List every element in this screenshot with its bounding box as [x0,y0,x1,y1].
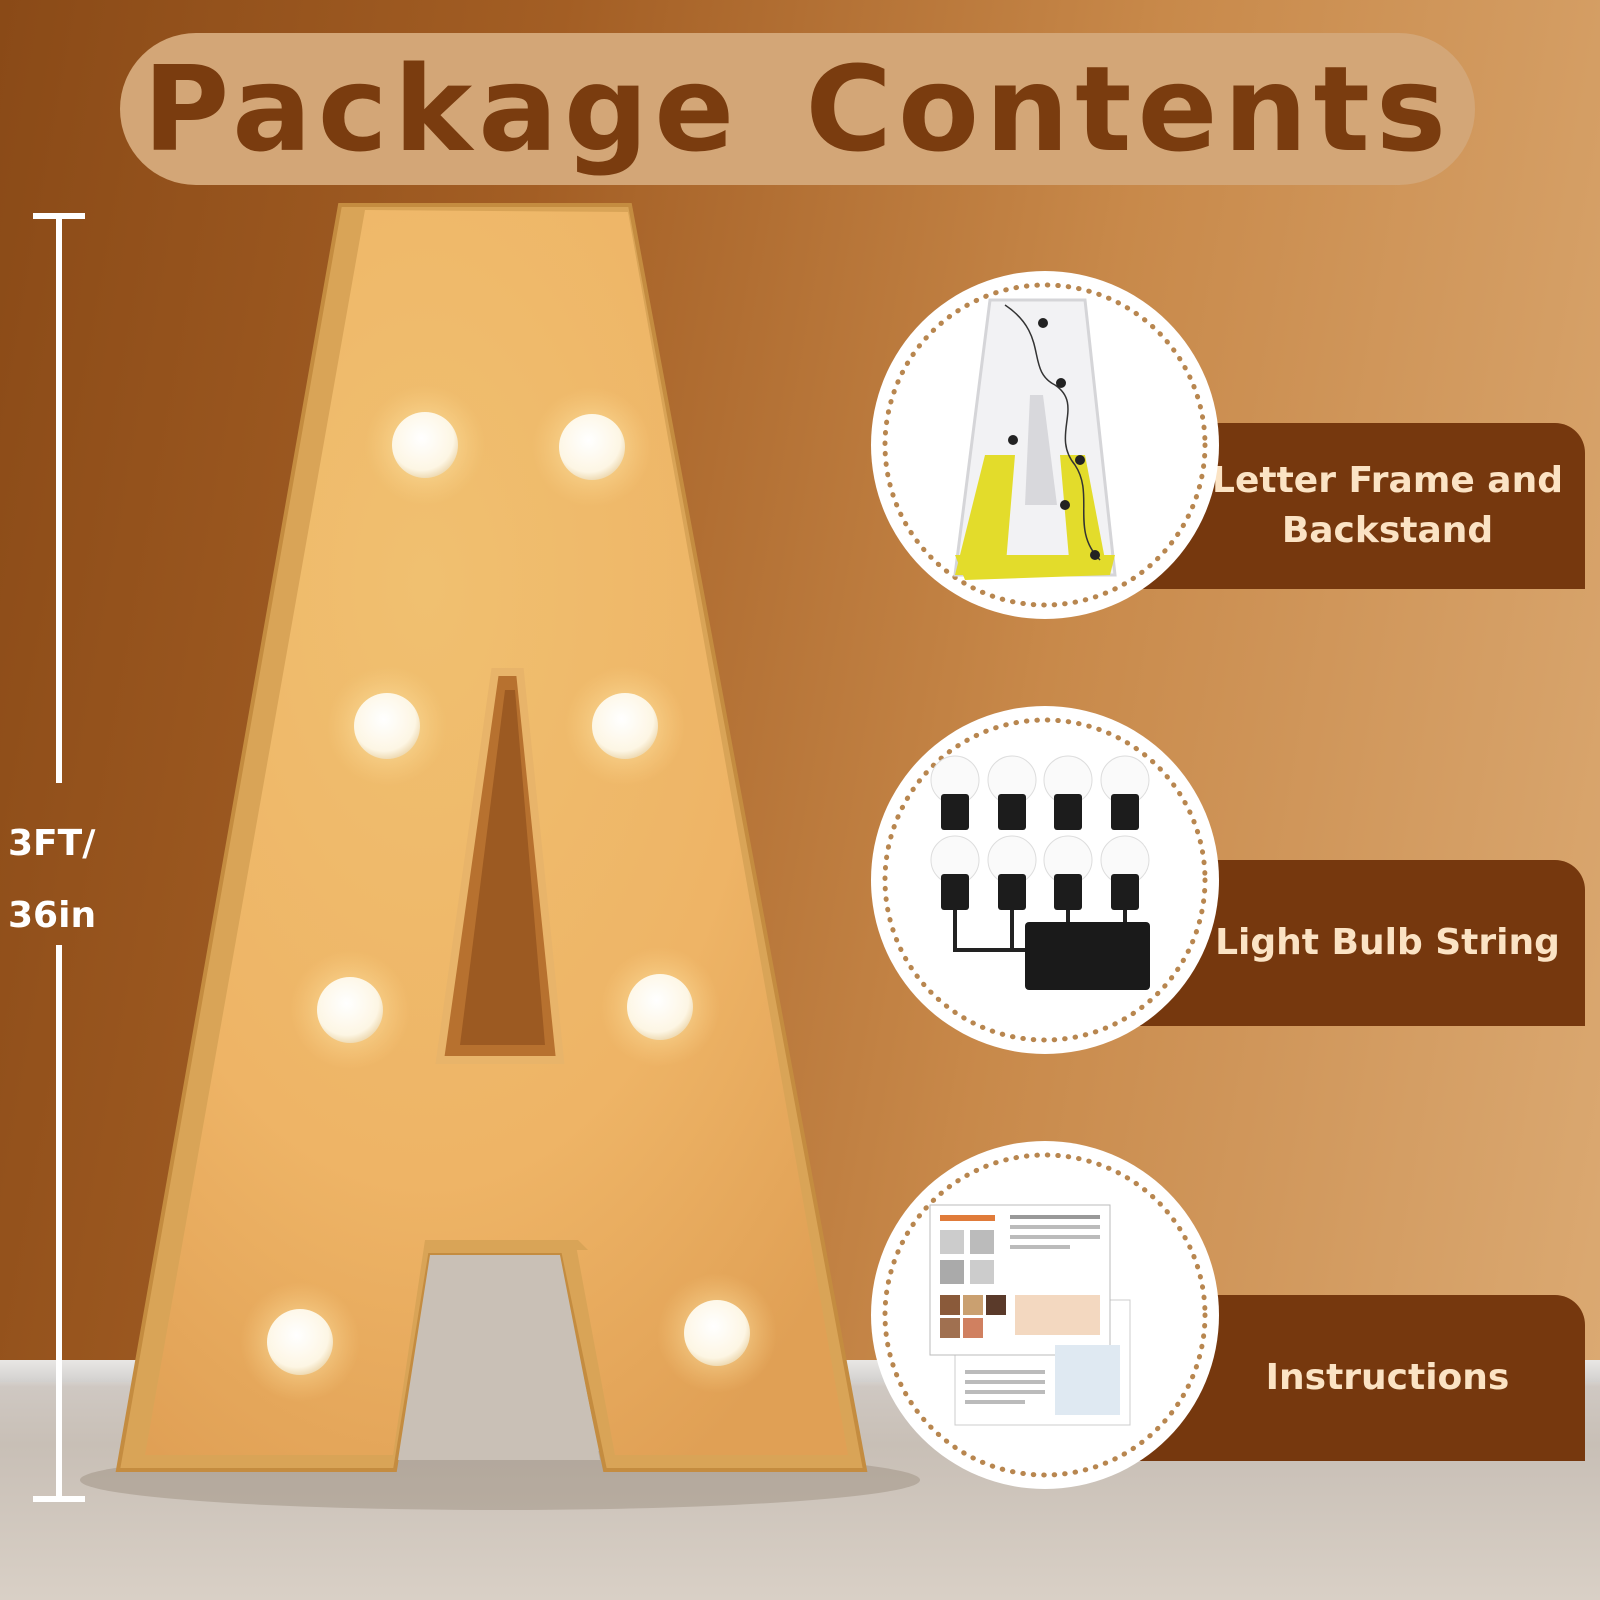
frame-counter [1025,395,1057,505]
bulb [592,693,658,759]
bulb [392,412,458,478]
item-label-instructions: Instructions [1265,1357,1510,1398]
bulb [317,977,383,1043]
height-measure: 3FT/ 36in [0,0,130,1600]
bulb-group [240,385,777,1402]
measure-line-top [56,213,62,783]
backstand-base [955,555,1115,580]
bulb-string-icon [882,717,1208,1043]
dotted-border [882,1152,1208,1478]
bulb [684,1300,750,1366]
bulb [354,693,420,759]
item-circle-bulb-string [875,710,1215,1050]
item-circle-letter-frame [875,275,1215,615]
backstand-left [955,455,1015,575]
letter-leg-gap [398,1255,600,1460]
bulb [559,414,625,480]
letter-frame-icon [882,282,1208,608]
bulb [267,1309,333,1375]
measure-line-bottom [56,945,62,1500]
instructions-sheet-icon [882,1152,1208,1478]
battery-box [1025,922,1150,990]
item-label-letter-frame: Letter Frame and Backstand [1212,460,1563,551]
measure-cap-bottom [33,1496,85,1502]
dotted-border [882,717,1208,1043]
page-title: Package Contents [142,40,1453,178]
letter-counter-inner [460,690,545,1045]
bulb-wire [1004,304,1101,561]
item-circle-instructions [875,1145,1215,1485]
item-label-bulb-string: Light Bulb String [1215,922,1560,963]
height-label-line2: 36in [8,895,97,936]
height-label: 3FT/ 36in [8,808,118,952]
bulb-wires [953,910,1127,952]
letter-crossbar-edge [425,1240,588,1250]
bulb-row-top [930,755,1150,830]
bulb-row-bottom [930,835,1150,910]
height-label-line1: 3FT/ [8,823,96,864]
dotted-border [882,282,1208,608]
title-banner: Package Contents [120,33,1475,185]
bulb [627,974,693,1040]
